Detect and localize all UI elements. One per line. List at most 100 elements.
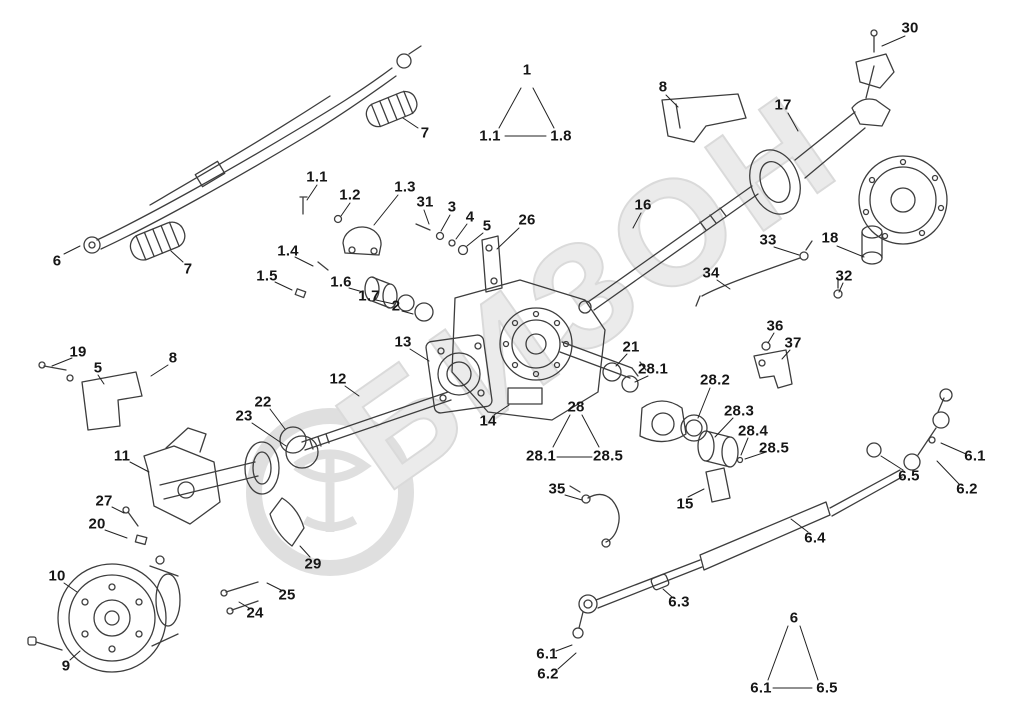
part-label-6-60: 6 <box>789 609 799 627</box>
part-label-17-3: 17 <box>774 96 792 114</box>
part-label-28-1-44: 28.1 <box>526 447 556 465</box>
part-label-1-6-24: 1.6 <box>330 273 352 291</box>
leader-line <box>564 494 583 501</box>
propeller-shaft <box>578 185 759 314</box>
part-label-33-17: 33 <box>759 231 777 249</box>
leader-line <box>767 332 775 344</box>
leader-line <box>111 506 125 514</box>
leader-line <box>401 310 414 315</box>
leader-line <box>767 625 789 681</box>
leader-line <box>69 650 81 661</box>
part-label-20-53: 20 <box>88 515 106 533</box>
part-label-28-4-42: 28.4 <box>738 422 768 440</box>
bracket-37 <box>753 341 793 389</box>
part-label-13-28: 13 <box>394 333 412 351</box>
coil-spring-upper <box>365 90 418 128</box>
part-label-28-38: 28 <box>567 398 585 416</box>
leader-line <box>238 601 250 609</box>
leader-line <box>423 209 430 225</box>
leader-line <box>781 349 791 360</box>
part-label-5-15: 5 <box>482 217 492 235</box>
part-label-6-4-54: 6.4 <box>804 529 826 547</box>
part-label-28-3-39: 28.3 <box>724 402 754 420</box>
part-label-7-20: 7 <box>183 260 193 278</box>
leader-line <box>409 348 430 362</box>
part-label-1-4-18: 1.4 <box>277 242 299 260</box>
upper-tie-rod <box>83 45 422 254</box>
leader-line <box>340 202 351 217</box>
leader-line <box>373 194 399 226</box>
part-label-31-10: 31 <box>416 193 434 211</box>
part-label-3-12: 3 <box>447 198 457 216</box>
leader-line <box>687 488 705 498</box>
part-label-1-7-25: 1.7 <box>358 287 380 305</box>
part-label-23-40: 23 <box>235 407 253 425</box>
watermark-logo <box>246 408 414 576</box>
part-label-37-29: 37 <box>784 334 802 352</box>
leader-line <box>665 94 679 108</box>
leader-line <box>838 282 844 293</box>
leader-line <box>581 414 600 448</box>
leader-line <box>348 287 364 293</box>
top-bracket <box>661 93 747 143</box>
part-label-19-31: 19 <box>69 343 87 361</box>
leader-line <box>662 588 673 598</box>
leader-line <box>632 212 642 229</box>
part-label-6-1-61: 6.1 <box>536 645 558 663</box>
leader-line <box>455 223 468 240</box>
leader-line <box>714 417 734 438</box>
part-label-1-1-7: 1.1 <box>306 168 328 186</box>
part-label-22-37: 22 <box>254 393 272 411</box>
part-label-28-5-45: 28.5 <box>593 447 623 465</box>
leader-line <box>466 232 484 247</box>
leader-line <box>836 245 865 258</box>
part-label-1-5-22: 1.5 <box>256 267 278 285</box>
fastener-cluster <box>294 196 503 322</box>
part-label-14-41: 14 <box>479 412 497 430</box>
part-label-28-5-43: 28.5 <box>759 439 789 457</box>
shaft-12 <box>279 391 452 469</box>
coil-spring-left <box>129 221 186 261</box>
part-label-4-13: 4 <box>465 208 475 226</box>
leader-line <box>274 281 293 291</box>
leader-line <box>716 279 731 290</box>
part-label-15-52: 15 <box>676 495 694 513</box>
leader-line <box>940 442 967 455</box>
part-label-9-62: 9 <box>61 657 71 675</box>
left-hub <box>27 555 181 673</box>
part-label-6-5-65: 6.5 <box>816 679 838 697</box>
leader-line <box>299 545 311 558</box>
leader-line <box>170 250 184 263</box>
leader-line <box>496 227 520 250</box>
leader-lines <box>51 35 967 689</box>
leader-line <box>402 117 419 129</box>
part-label-1-2-9: 1.2 <box>339 186 361 204</box>
leader-line <box>344 385 360 397</box>
part-label-21-30: 21 <box>622 338 640 356</box>
part-label-6-1-47: 6.1 <box>964 447 986 465</box>
part-label-6-19: 6 <box>52 252 62 270</box>
leader-line <box>51 357 73 367</box>
part-label-5-33: 5 <box>93 359 103 377</box>
leader-line <box>63 245 81 255</box>
part-label-26-14: 26 <box>518 211 536 229</box>
leader-line <box>63 582 78 593</box>
part-label-6-1-64: 6.1 <box>750 679 772 697</box>
part-label-27-51: 27 <box>95 492 113 510</box>
part-label-32-23: 32 <box>835 267 853 285</box>
leader-line <box>440 214 451 232</box>
part-label-28-2-36: 28.2 <box>700 371 730 389</box>
part-label-34-21: 34 <box>702 264 720 282</box>
leader-line <box>150 364 169 377</box>
part-label-30-0: 30 <box>901 19 919 37</box>
leader-line <box>552 414 571 448</box>
part-label-1-3-8: 1.3 <box>394 178 416 196</box>
part-label-25-57: 25 <box>278 586 296 604</box>
leader-line <box>555 644 573 652</box>
leader-line <box>306 184 318 201</box>
part-label-6-3-58: 6.3 <box>668 593 690 611</box>
part-label-2-26: 2 <box>391 297 401 315</box>
leader-line <box>251 422 287 447</box>
left-axle-assembly <box>143 427 305 547</box>
